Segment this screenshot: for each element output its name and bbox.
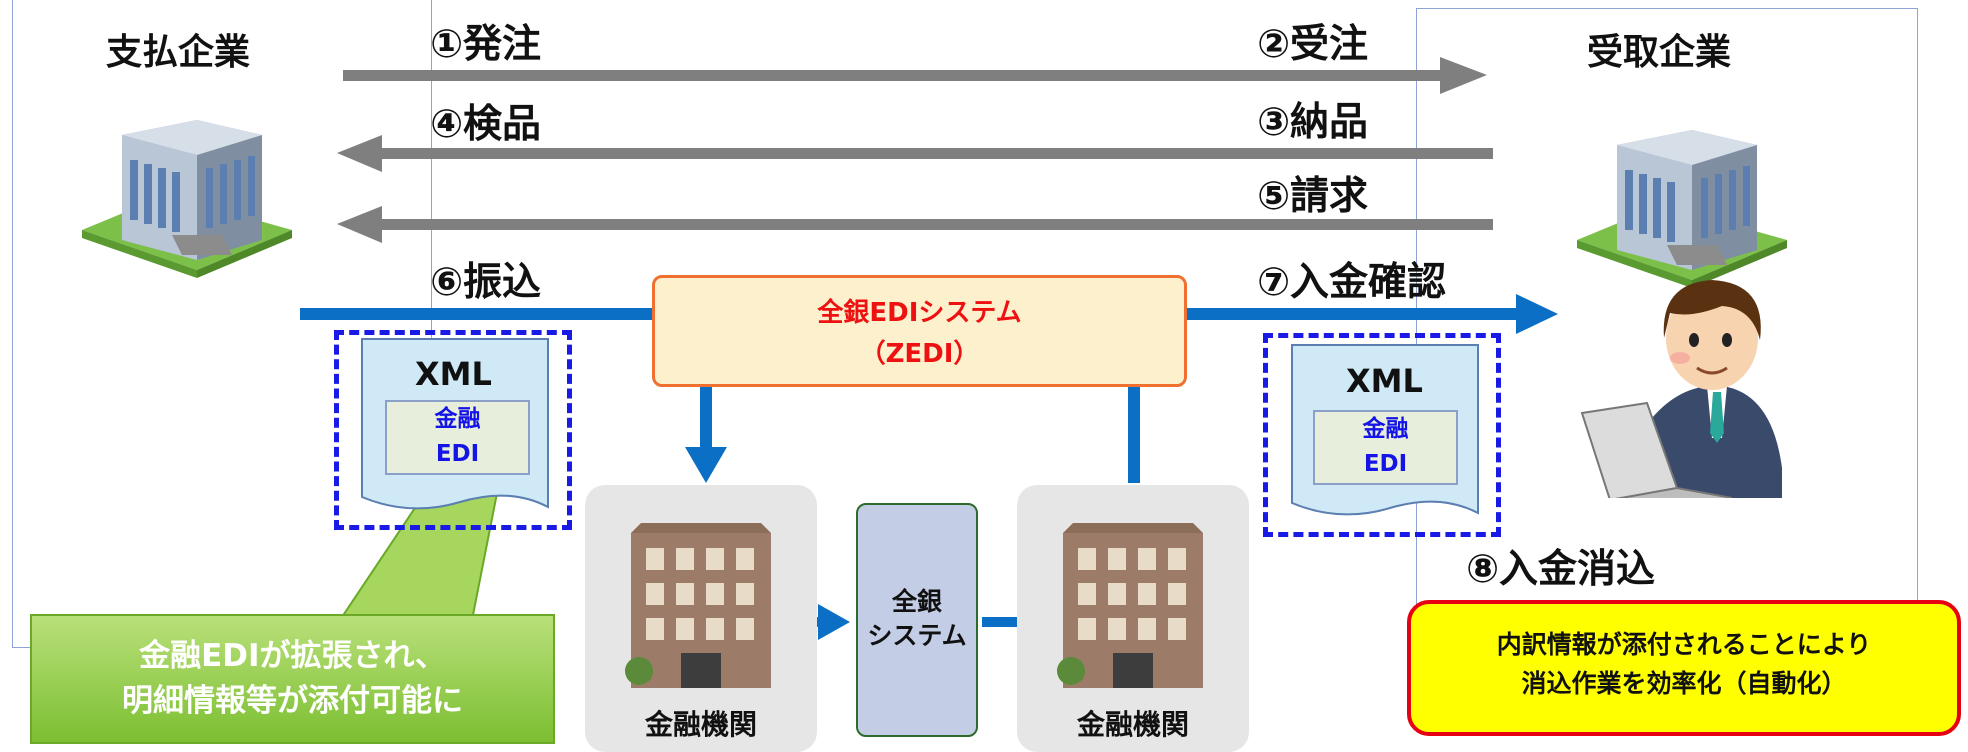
order-arrow bbox=[343, 57, 1487, 94]
zengin-line1: 全銀 bbox=[891, 587, 942, 616]
payer-edi-document-frame bbox=[334, 330, 572, 530]
payer-company-label: 支払企業 bbox=[106, 32, 251, 73]
bank-building-icon bbox=[625, 523, 771, 688]
xml-label: XML bbox=[1346, 362, 1423, 400]
zedi-subtitle: （ZEDI） bbox=[859, 339, 980, 369]
bank-label: 金融機関 bbox=[644, 708, 757, 741]
green-callout-line1: 金融EDIが拡張され、 bbox=[139, 638, 446, 674]
delivery-label: ③納品 bbox=[1257, 100, 1369, 145]
edi-line2: EDI bbox=[1363, 451, 1408, 477]
financial-edi-box: 金融 EDI bbox=[1313, 410, 1458, 485]
zedi-system-box: 全銀EDIシステム （ZEDI） bbox=[652, 275, 1187, 387]
xml-label: XML bbox=[415, 355, 492, 393]
inspection-label: ④検品 bbox=[430, 102, 542, 147]
receiver-edi-document-frame bbox=[1263, 333, 1501, 537]
receiver-bank-panel: 金融機関 bbox=[1017, 485, 1249, 752]
zengin-system-box: 全銀 システム bbox=[856, 503, 978, 737]
yellow-callout-efficiency: 内訳情報が添付されることにより 消込作業を効率化（自動化） bbox=[1407, 600, 1961, 736]
invoice-arrow bbox=[337, 206, 1493, 243]
bank-building-icon bbox=[1057, 523, 1203, 688]
edi-line1: 金融 bbox=[434, 406, 481, 432]
invoice-label: ⑤請求 bbox=[1257, 174, 1369, 219]
reconciliation-label: ⑧入金消込 bbox=[1466, 547, 1656, 592]
businessman-laptop-icon bbox=[1580, 280, 1782, 498]
yellow-callout-line2: 消込作業を効率化（自動化） bbox=[1521, 668, 1847, 698]
receiver-company-label: 受取企業 bbox=[1587, 32, 1732, 73]
financial-edi-box: 金融 EDI bbox=[385, 400, 530, 475]
transfer-label: ⑥振込 bbox=[430, 260, 542, 305]
order-label: ①発注 bbox=[430, 22, 542, 67]
office-building-icon bbox=[82, 120, 292, 278]
zengin-line2: システム bbox=[867, 620, 967, 650]
office-building-icon bbox=[1577, 130, 1787, 288]
deposit-confirm-label: ⑦入金確認 bbox=[1257, 260, 1447, 305]
order-receipt-label: ②受注 bbox=[1257, 22, 1369, 67]
zedi-title: 全銀EDIシステム bbox=[817, 298, 1022, 328]
green-callout-line2: 明細情報等が添付可能に bbox=[122, 682, 463, 719]
green-callout-extended-edi: 金融EDIが拡張され、 明細情報等が添付可能に bbox=[30, 614, 555, 744]
edi-line2: EDI bbox=[435, 441, 480, 467]
delivery-arrow bbox=[337, 135, 1493, 172]
bank-label: 金融機関 bbox=[1076, 708, 1189, 741]
payer-bank-panel: 金融機関 bbox=[585, 485, 817, 752]
yellow-callout-line1: 内訳情報が添付されることにより bbox=[1496, 630, 1872, 659]
edi-line1: 金融 bbox=[1362, 416, 1409, 442]
